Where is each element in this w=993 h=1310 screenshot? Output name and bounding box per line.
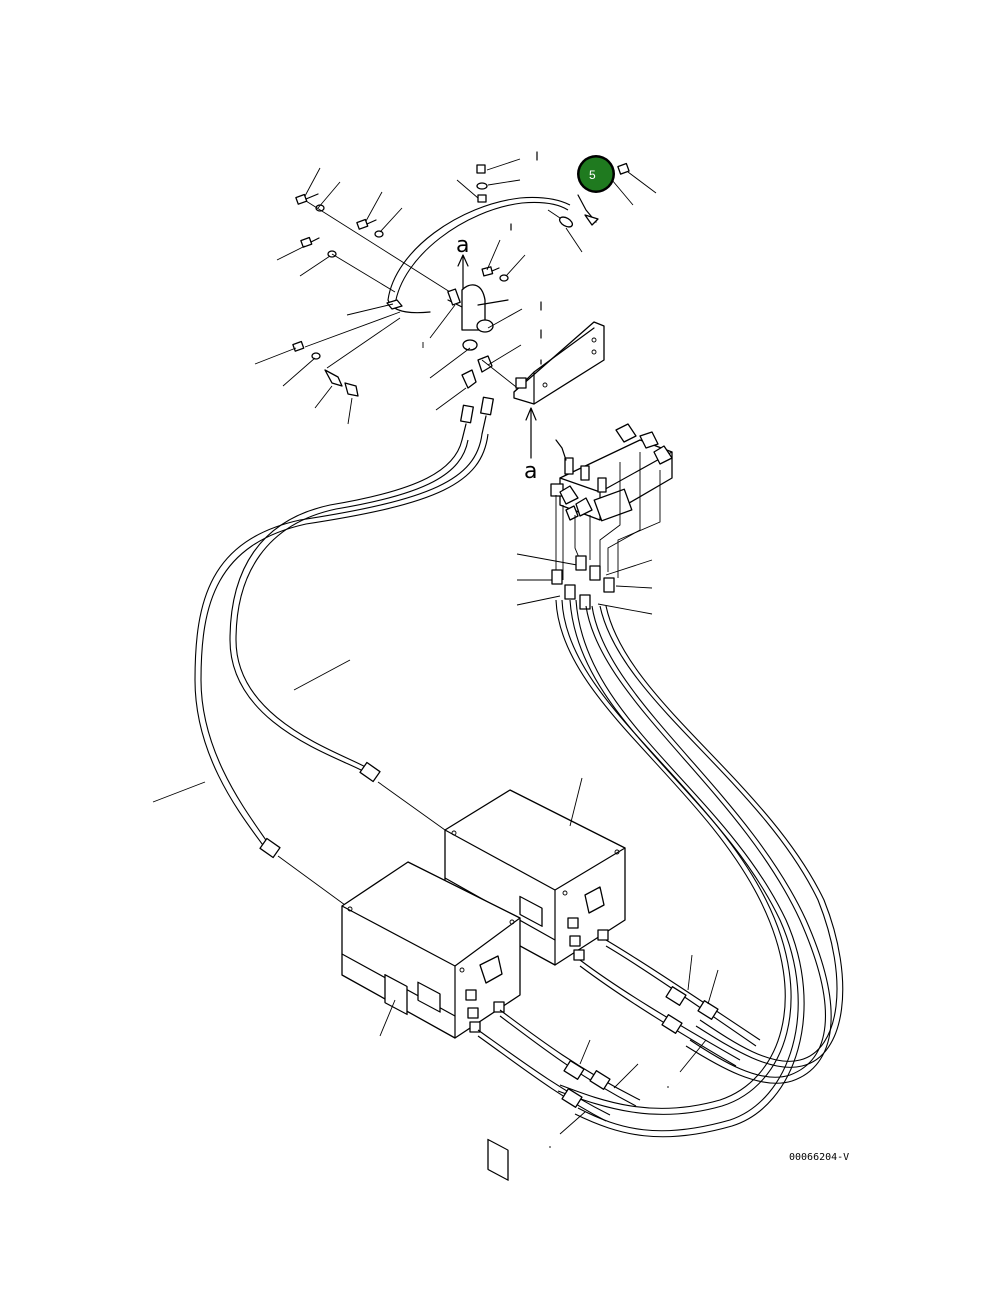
- cable-connectors-top: [460, 396, 494, 441]
- hydraulic-hoses: [477, 599, 844, 1148]
- reference-letter-lower: a: [524, 459, 537, 484]
- bracket-plate: a: [513, 321, 605, 484]
- callout-fill: [579, 157, 613, 191]
- callout-5[interactable]: 5: [577, 155, 615, 193]
- reference-letter-upper: a: [456, 233, 469, 258]
- drawing-code: 00066204-V: [789, 1152, 849, 1163]
- top-fasteners: [254, 151, 657, 425]
- valve-manifold: [516, 423, 673, 615]
- callout-number: 5: [589, 168, 596, 182]
- upper-harness: [346, 196, 571, 348]
- long-cables: [152, 433, 489, 906]
- reference-a-upper: a: [429, 233, 542, 411]
- control-box-front: [341, 861, 521, 1039]
